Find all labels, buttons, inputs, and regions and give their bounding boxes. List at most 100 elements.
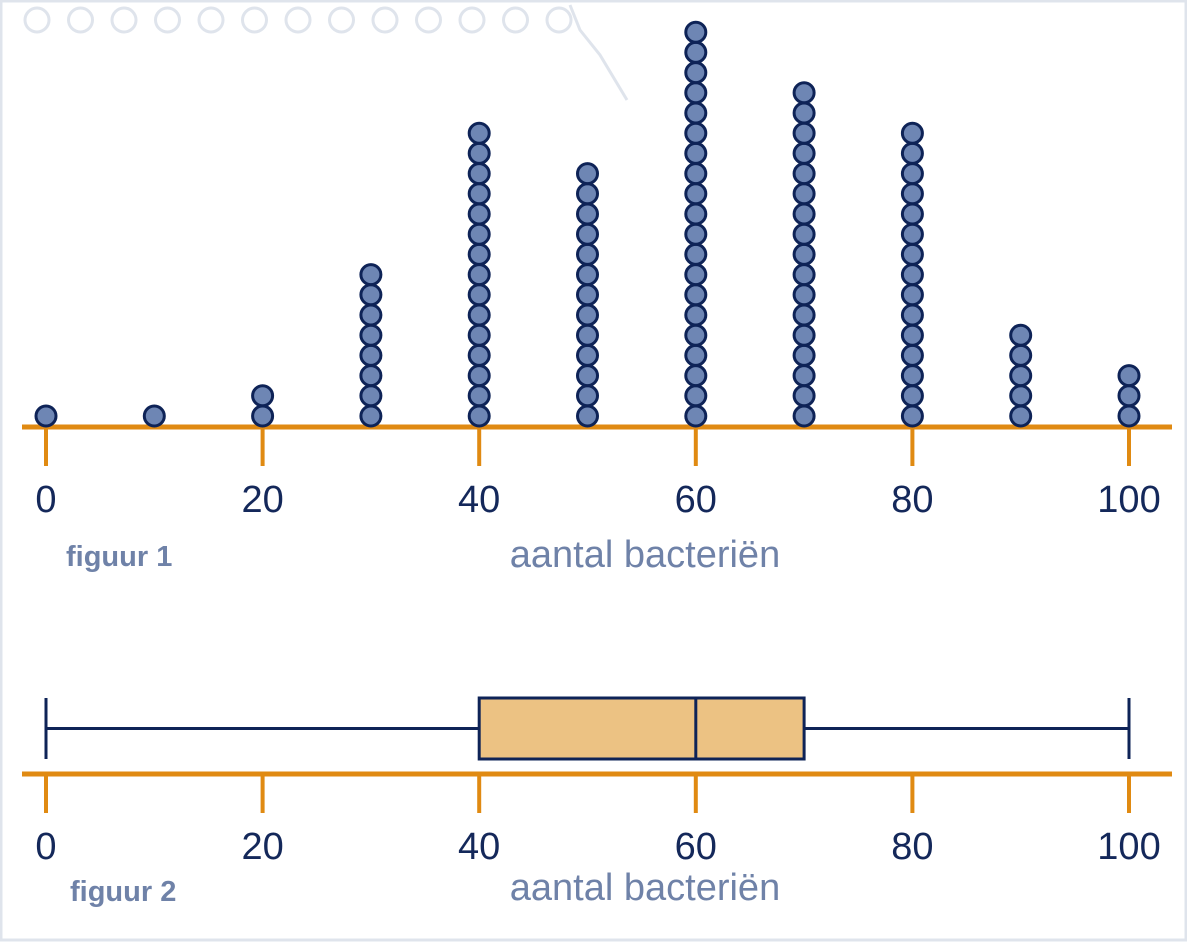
ring-decoration	[545, 6, 573, 34]
data-dot	[900, 263, 924, 287]
data-dot	[359, 364, 383, 388]
data-dot	[684, 222, 708, 246]
data-dot	[684, 323, 708, 347]
data-dot	[467, 162, 491, 186]
data-dot	[900, 364, 924, 388]
data-dot	[467, 263, 491, 287]
data-dot	[900, 222, 924, 246]
data-dot	[684, 20, 708, 44]
data-dot	[576, 404, 599, 428]
dotplot-tick-label: 0	[35, 479, 56, 521]
data-dot	[792, 404, 816, 428]
data-dot	[34, 404, 58, 428]
data-dot	[1009, 343, 1033, 367]
boxplot-tick-label: 20	[241, 826, 283, 868]
data-dot	[142, 404, 166, 428]
data-dot	[467, 222, 491, 246]
data-dot	[467, 242, 491, 266]
data-dot	[684, 343, 708, 367]
dotplot-tick-label: 100	[1097, 479, 1160, 521]
data-dot	[684, 263, 708, 287]
data-dot	[684, 121, 708, 145]
data-dot	[576, 242, 599, 266]
data-dot	[792, 222, 816, 246]
data-dot	[900, 323, 924, 347]
data-dot	[576, 364, 599, 388]
ring-decoration	[458, 6, 486, 34]
ring-decoration	[110, 6, 138, 34]
data-dot	[359, 303, 383, 327]
data-dot	[792, 101, 816, 125]
data-dot	[467, 182, 491, 206]
data-dot	[359, 263, 383, 287]
page-fold-decoration	[568, 4, 629, 101]
boxplot-tick-label: 0	[35, 826, 56, 868]
dotplot-tick-label: 60	[675, 479, 717, 521]
data-dot	[1117, 404, 1141, 428]
data-dot	[900, 303, 924, 327]
dotplot-tick-label: 80	[891, 479, 933, 521]
boxplot-tick-label: 80	[891, 826, 933, 868]
data-dot	[1117, 364, 1141, 388]
data-dot	[251, 384, 275, 408]
data-dot	[792, 323, 816, 347]
data-dot	[792, 364, 816, 388]
boxplot-tick-label: 40	[458, 826, 500, 868]
data-dot	[684, 162, 708, 186]
data-dot	[467, 404, 491, 428]
data-dot	[792, 283, 816, 307]
data-dot	[576, 283, 599, 307]
data-dot	[359, 404, 383, 428]
data-dot	[792, 182, 816, 206]
data-dot	[359, 323, 383, 347]
data-dot	[792, 263, 816, 287]
data-dot	[576, 222, 599, 246]
data-dot	[684, 61, 708, 85]
data-dot	[684, 242, 708, 266]
data-dot	[900, 141, 924, 165]
interquartile-box	[477, 696, 806, 761]
data-dot	[684, 384, 708, 408]
data-dot	[576, 202, 599, 226]
data-dot	[576, 384, 599, 408]
data-dot	[900, 202, 924, 226]
data-dot	[359, 283, 383, 307]
data-dot	[792, 384, 816, 408]
data-dot	[467, 384, 491, 408]
data-dot	[900, 283, 924, 307]
data-dot	[576, 263, 599, 287]
boxplot-tick-label: 100	[1097, 826, 1160, 868]
data-dot	[900, 162, 924, 186]
data-dot	[467, 121, 491, 145]
data-dot	[467, 141, 491, 165]
data-dot	[467, 283, 491, 307]
data-dot	[900, 121, 924, 145]
data-dot	[576, 303, 599, 327]
data-dot	[792, 242, 816, 266]
ring-decoration	[371, 6, 399, 34]
ring-decoration	[197, 6, 225, 34]
figure-2-label: figuur 2	[70, 876, 176, 908]
data-dot	[900, 343, 924, 367]
data-dot	[251, 404, 275, 428]
ring-decoration	[284, 6, 312, 34]
data-dot	[1009, 323, 1033, 347]
data-dot	[792, 202, 816, 226]
dotplot-tick-label: 20	[241, 479, 283, 521]
data-dot	[684, 141, 708, 165]
data-dot	[1117, 384, 1141, 408]
data-dot	[792, 121, 816, 145]
data-dot	[900, 384, 924, 408]
data-dot	[792, 141, 816, 165]
data-dot	[576, 162, 599, 186]
data-dot	[684, 303, 708, 327]
data-dot	[576, 323, 599, 347]
data-dot	[900, 182, 924, 206]
data-dot	[684, 182, 708, 206]
data-dot	[684, 202, 708, 226]
ring-decoration	[67, 6, 94, 34]
